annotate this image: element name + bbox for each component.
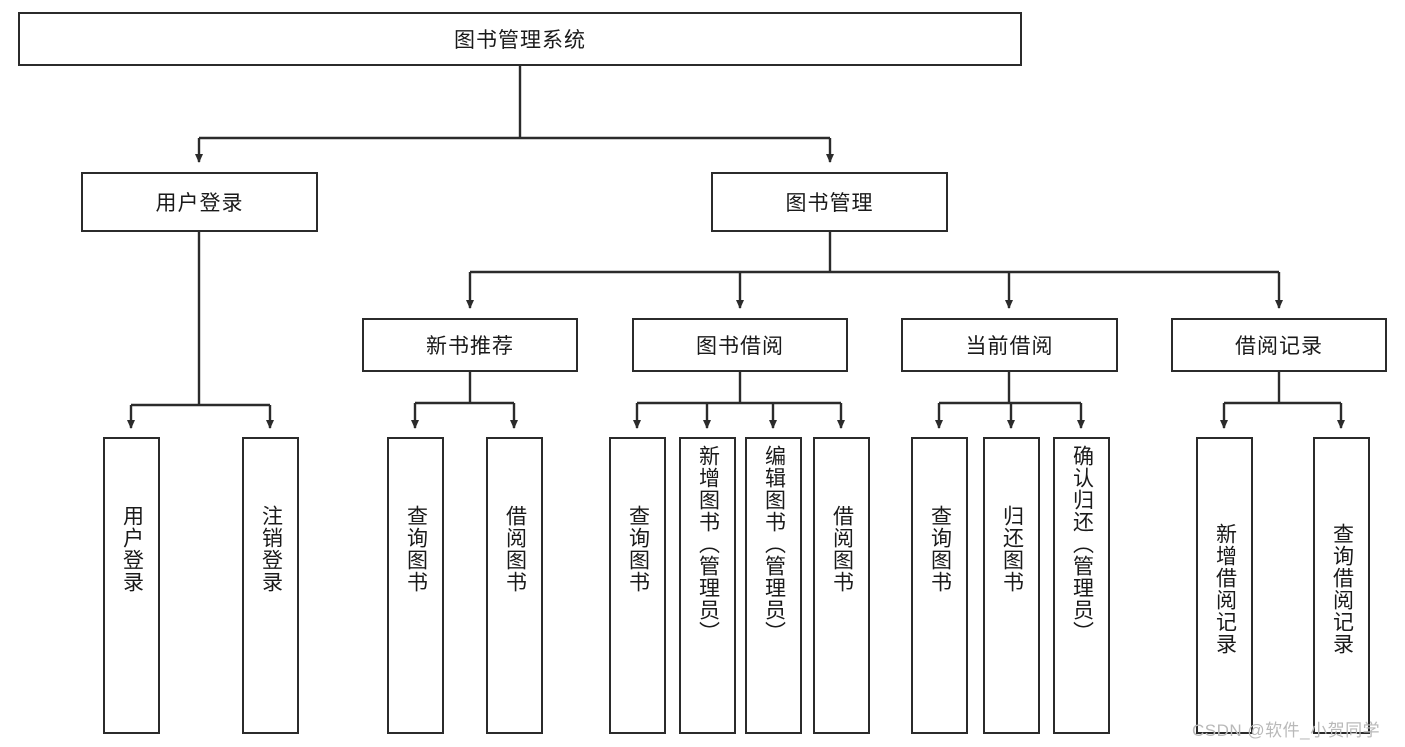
leaf-logout-login[interactable]: 注销登录	[242, 437, 299, 734]
node-book-management[interactable]: 图书管理	[711, 172, 948, 232]
leaf-query-book-current[interactable]: 查询图书	[911, 437, 968, 734]
leaf-logout-login-label: 注销登录	[259, 505, 283, 593]
leaf-borrow-book-recommend[interactable]: 借阅图书	[486, 437, 543, 734]
node-current-borrow[interactable]: 当前借阅	[901, 318, 1118, 372]
leaf-borrow-book[interactable]: 借阅图书	[813, 437, 870, 734]
node-book-borrow-label: 图书借阅	[696, 335, 784, 358]
node-user-login[interactable]: 用户登录	[81, 172, 318, 232]
node-user-login-label: 用户登录	[155, 192, 244, 215]
leaf-query-book-recommend-label: 查询图书	[404, 505, 428, 593]
leaf-confirm-return-admin-label: 确认归还（管理员）	[1070, 445, 1094, 643]
watermark-text: CSDN @软件_小贺同学	[1192, 721, 1381, 740]
node-borrow-record[interactable]: 借阅记录	[1171, 318, 1387, 372]
node-root-label: 图书管理系统	[454, 29, 586, 52]
leaf-add-book-admin[interactable]: 新增图书（管理员）	[679, 437, 736, 734]
leaf-add-borrow-record-label: 新增借阅记录	[1213, 523, 1237, 655]
node-book-management-label: 图书管理	[785, 192, 874, 215]
node-current-borrow-label: 当前借阅	[965, 335, 1054, 358]
node-book-borrow[interactable]: 图书借阅	[632, 318, 848, 372]
leaf-user-login-label: 用户登录	[120, 505, 144, 593]
leaf-add-borrow-record[interactable]: 新增借阅记录	[1196, 437, 1253, 734]
leaf-borrow-book-label: 借阅图书	[830, 505, 854, 593]
leaf-return-book[interactable]: 归还图书	[983, 437, 1040, 734]
leaf-edit-book-admin-label: 编辑图书（管理员）	[762, 445, 786, 643]
leaf-return-book-label: 归还图书	[1000, 505, 1024, 593]
leaf-query-book-borrow-label: 查询图书	[626, 505, 650, 593]
leaf-edit-book-admin[interactable]: 编辑图书（管理员）	[745, 437, 802, 734]
leaf-query-borrow-record[interactable]: 查询借阅记录	[1313, 437, 1370, 734]
leaf-confirm-return-admin[interactable]: 确认归还（管理员）	[1053, 437, 1110, 734]
node-borrow-record-label: 借阅记录	[1235, 335, 1323, 358]
leaf-query-book-borrow[interactable]: 查询图书	[609, 437, 666, 734]
leaf-borrow-book-recommend-label: 借阅图书	[503, 505, 527, 593]
leaf-user-login[interactable]: 用户登录	[103, 437, 160, 734]
leaf-query-book-recommend[interactable]: 查询图书	[387, 437, 444, 734]
leaf-query-borrow-record-label: 查询借阅记录	[1330, 523, 1354, 655]
node-new-book-recommend-label: 新书推荐	[426, 335, 514, 358]
leaf-add-book-admin-label: 新增图书（管理员）	[696, 445, 720, 643]
leaf-query-book-current-label: 查询图书	[928, 505, 952, 593]
node-new-book-recommend[interactable]: 新书推荐	[362, 318, 578, 372]
node-root[interactable]: 图书管理系统	[18, 12, 1022, 66]
